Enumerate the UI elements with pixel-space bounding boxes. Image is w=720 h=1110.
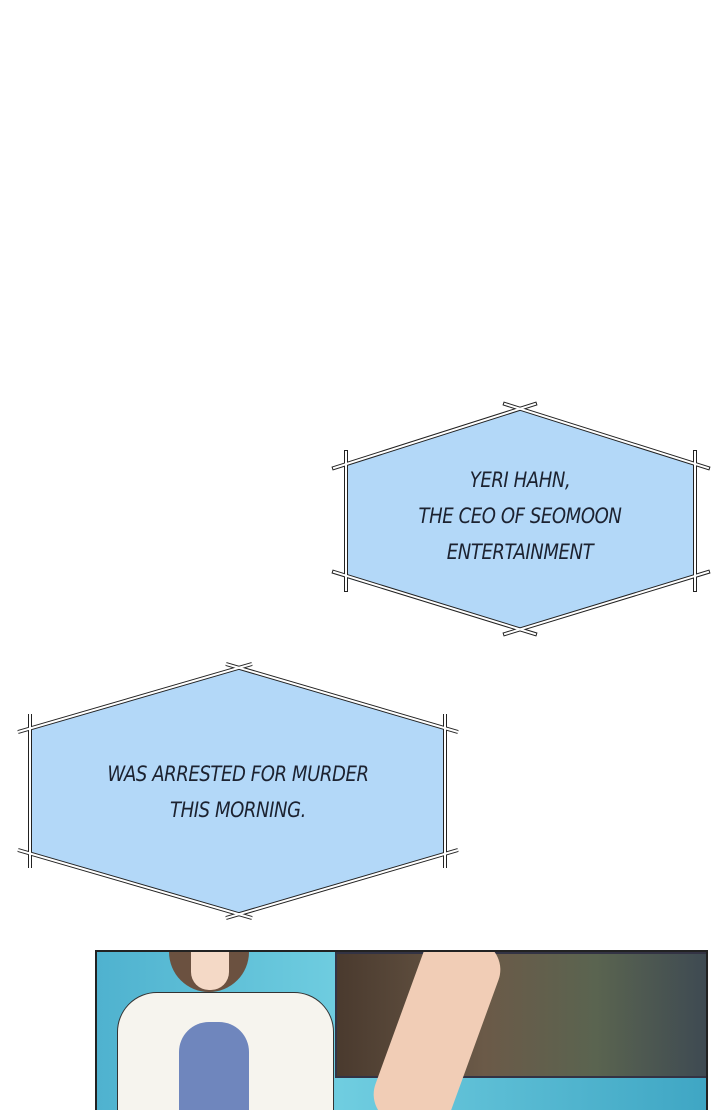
caption-line: WAS ARRESTED FOR MURDER	[107, 762, 369, 786]
anchor-face	[191, 952, 229, 990]
caption-line: YERI HAHN,	[469, 468, 571, 492]
caption-box-1-shape	[331, 401, 711, 637]
anchor-shirt	[179, 1022, 249, 1110]
caption-line: THIS MORNING.	[170, 798, 306, 822]
caption-line: ENTERTAINMENT	[446, 540, 594, 564]
caption-box-2-shape	[17, 662, 459, 920]
caption-text-2: WAS ARRESTED FOR MURDER THIS MORNING.	[75, 756, 402, 828]
comic-panel-news-broadcast	[95, 950, 708, 1110]
caption-text-1: YERI HAHN, THE CEO OF SEOMOON ENTERTAINM…	[391, 462, 649, 570]
caption-line: THE CEO OF SEOMOON	[418, 504, 622, 528]
